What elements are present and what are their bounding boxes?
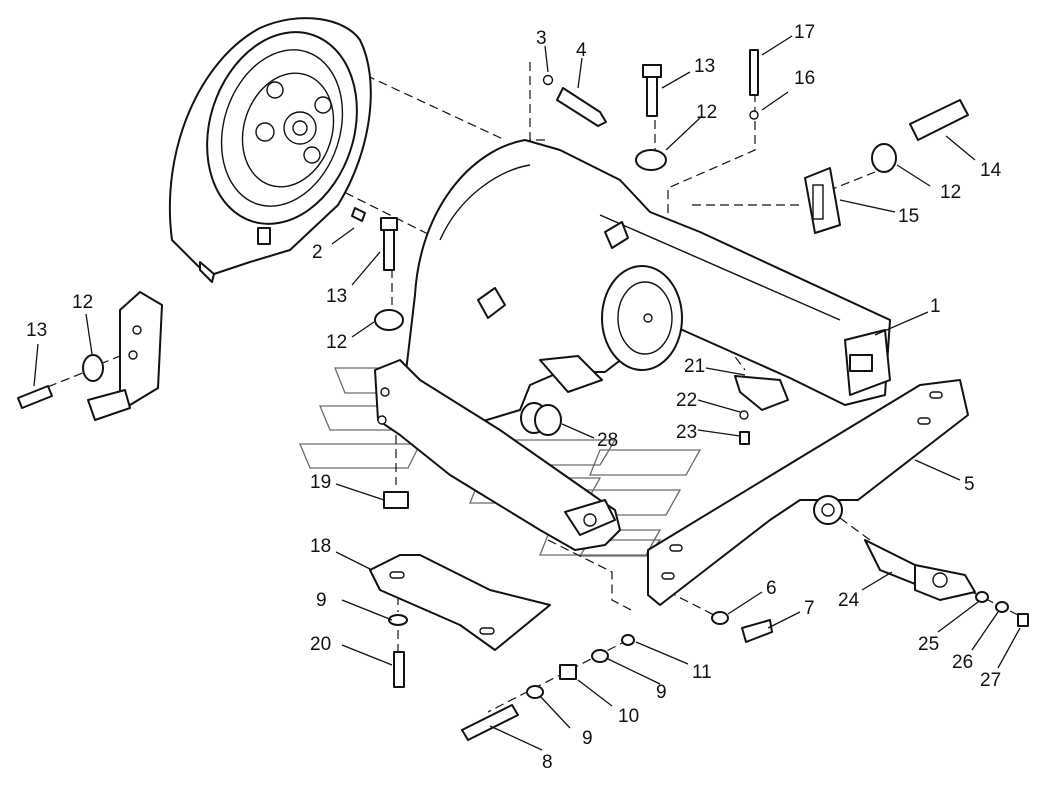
callout-24: 24: [838, 590, 860, 611]
callout-8: 8: [542, 752, 553, 773]
callout-1: 1: [930, 296, 941, 317]
mounting-plate: [369, 554, 551, 651]
axle-housing: [404, 139, 891, 441]
callout-16: 16: [794, 68, 815, 89]
callout-9-upper: 9: [316, 590, 327, 611]
side-frame: [374, 355, 621, 551]
callout-28: 28: [597, 430, 618, 451]
callout-21: 21: [684, 356, 705, 377]
callout-4: 4: [576, 40, 587, 61]
callout-6: 6: [766, 578, 777, 599]
callout-13-mid: 13: [326, 286, 347, 307]
callout-26: 26: [952, 652, 973, 673]
left-bracket: [87, 291, 163, 421]
callout-18: 18: [310, 536, 331, 557]
callout-12-mid: 12: [326, 332, 347, 353]
callout-12-left: 12: [72, 292, 93, 313]
bracket-arm: [647, 379, 969, 606]
small-parts: [17, 49, 1029, 741]
callout-14: 14: [980, 160, 1002, 181]
callout-9-mid: 9: [656, 682, 667, 703]
callout-23: 23: [676, 422, 697, 443]
callout-11: 11: [692, 662, 712, 683]
callout-17: 17: [794, 22, 815, 43]
callout-10: 10: [618, 706, 639, 727]
callout-12-top: 12: [696, 102, 717, 123]
callout-15: 15: [898, 206, 919, 227]
leader-lines: [33, 35, 1021, 751]
callout-25: 25: [918, 634, 939, 655]
callout-19: 19: [310, 472, 331, 493]
callout-9-lower: 9: [582, 728, 593, 749]
callout-5: 5: [964, 474, 975, 495]
callout-20: 20: [310, 634, 331, 655]
callout-7: 7: [804, 598, 815, 619]
bellhousing-assembly: [168, 17, 372, 283]
callout-13-left: 13: [26, 320, 47, 341]
callout-3: 3: [536, 28, 547, 49]
callout-27: 27: [980, 670, 1001, 691]
callout-2: 2: [312, 242, 323, 263]
callout-labels: 3 4 13 17 16 12 14 12 15 2 13 12 13 12 1…: [26, 22, 1002, 773]
callout-22: 22: [676, 390, 697, 411]
callout-12-right: 12: [940, 182, 961, 203]
callout-13-top: 13: [694, 56, 715, 77]
